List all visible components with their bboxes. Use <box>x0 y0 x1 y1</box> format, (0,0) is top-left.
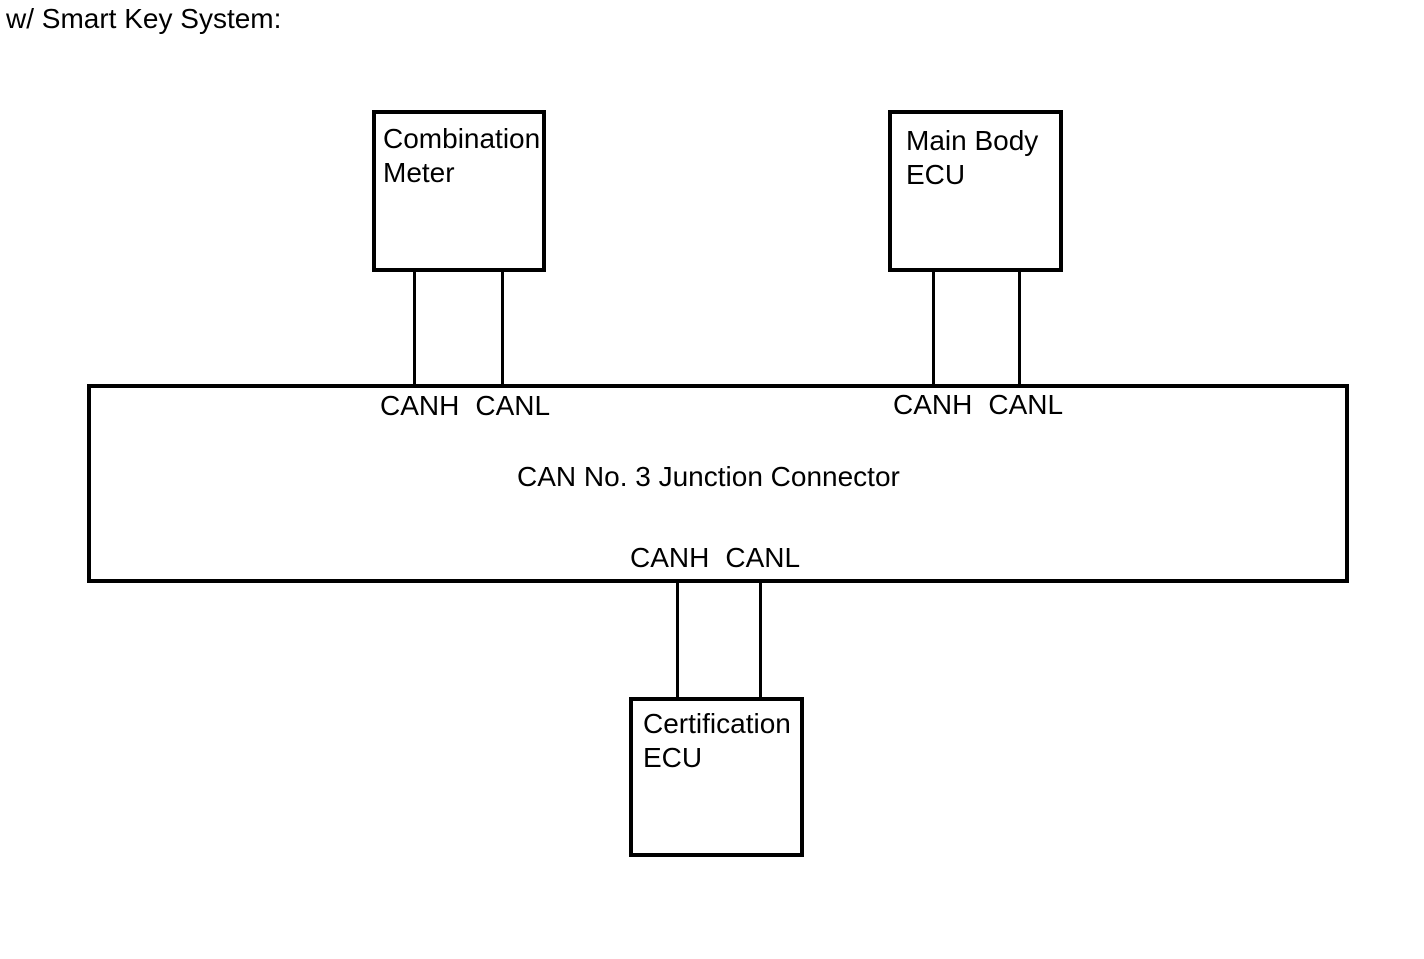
canh-label: CANH <box>380 390 460 421</box>
combination-meter-label-line1: Combination <box>383 123 541 154</box>
canh-label: CANH <box>893 389 973 420</box>
wire-certification-ecu-canh <box>676 580 679 698</box>
combination-meter-box: Combination Meter <box>372 110 546 272</box>
wire-main-body-ecu-canh <box>932 270 935 388</box>
canl-label: CANL <box>725 542 801 573</box>
main-body-ecu-label-line2: ECU <box>906 159 966 190</box>
combination-meter-pin-labels: CANH CANL <box>380 389 550 423</box>
junction-connector-box <box>87 384 1349 583</box>
wire-combination-meter-canh <box>413 270 416 388</box>
combination-meter-label-line2: Meter <box>383 157 455 188</box>
main-body-ecu-box: Main Body ECU <box>888 110 1063 272</box>
main-body-ecu-pin-labels: CANH CANL <box>893 388 1063 422</box>
certification-ecu-label-line1: Certification <box>643 708 791 739</box>
certification-ecu-box: Certification ECU <box>629 697 804 857</box>
canl-label: CANL <box>475 390 551 421</box>
junction-connector-title: CAN No. 3 Junction Connector <box>517 461 900 492</box>
canl-label: CANL <box>988 389 1064 420</box>
main-body-ecu-label-line1: Main Body <box>906 125 1039 156</box>
wire-main-body-ecu-canl <box>1018 270 1021 388</box>
wire-combination-meter-canl <box>501 270 504 388</box>
page-title: w/ Smart Key System: <box>6 3 282 34</box>
canh-label: CANH <box>630 542 710 573</box>
certification-ecu-label-line2: ECU <box>643 742 703 773</box>
wire-certification-ecu-canl <box>759 580 762 698</box>
certification-ecu-pin-labels: CANH CANL <box>630 541 800 575</box>
